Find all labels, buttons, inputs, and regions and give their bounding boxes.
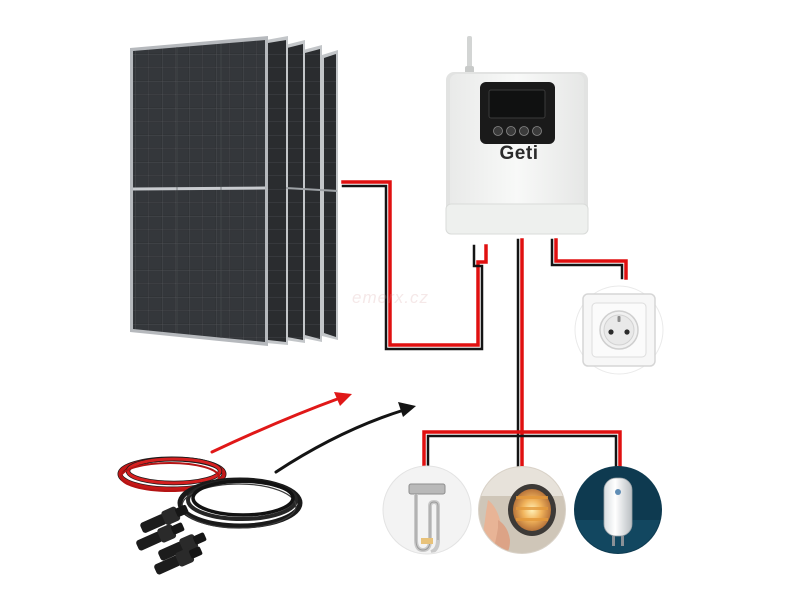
solar-cable-icon (117, 456, 303, 529)
inverter-buttons (493, 126, 542, 136)
infrared-heater-icon (478, 466, 566, 554)
red-cable-coil (117, 456, 227, 492)
socket-wire-positive (554, 238, 628, 280)
solar-panel-back-4 (322, 50, 338, 340)
water-boiler-icon (574, 466, 662, 554)
pv-wire-negative (341, 184, 484, 351)
solar-panel-back-1 (266, 36, 288, 345)
power-socket-icon (574, 285, 664, 375)
heating-element-icon (382, 465, 472, 555)
solar-panel-back-3 (303, 45, 322, 342)
solar-panel-front (130, 36, 268, 346)
solar-panel-back-2 (285, 40, 305, 343)
load-bus-negative (426, 434, 618, 472)
inverter-brand-label: Geti (499, 143, 539, 164)
socket-wire-negative (550, 238, 624, 280)
black-cable-arrow (274, 402, 416, 474)
black-cable-coil (177, 477, 303, 529)
wiring (341, 180, 628, 472)
pv-wire-positive (341, 180, 488, 347)
inverter-screen (488, 89, 546, 119)
load-bus-positive (422, 430, 622, 472)
solar-panel-icon (130, 36, 338, 346)
solar-inverter-icon (445, 36, 589, 235)
mc4-connector-icon (136, 504, 207, 575)
red-cable-arrow (210, 392, 352, 454)
watermark: emerx.cz (352, 288, 429, 307)
inverter-antenna (465, 36, 474, 78)
